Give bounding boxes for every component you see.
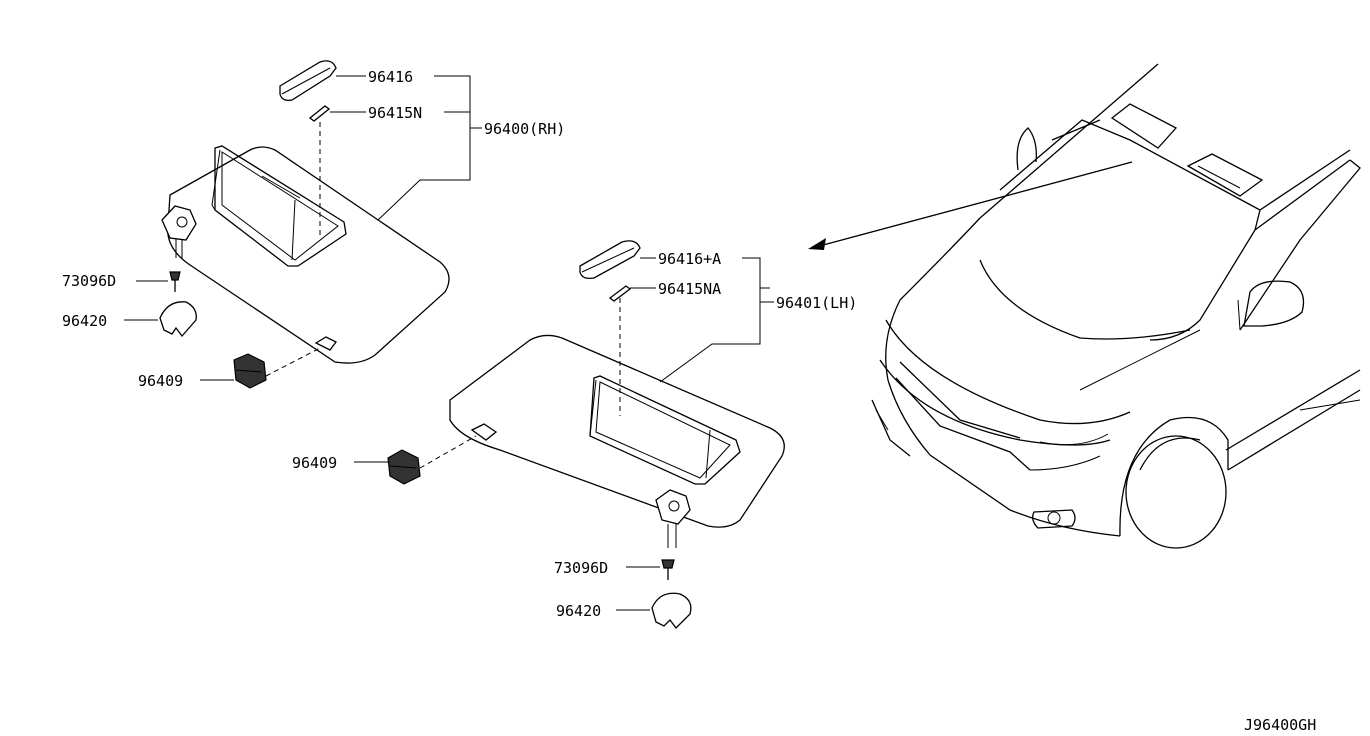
label-rh-holder: 96409: [138, 372, 183, 390]
label-lh-cover: 96420: [556, 602, 601, 620]
lh-sun-visor: [449, 298, 785, 548]
label-rh-bulb: 96415N: [368, 104, 422, 122]
lh-mirror-cover-part: [579, 240, 641, 280]
rh-sun-visor: [161, 122, 450, 364]
rh-cover-part: [159, 301, 197, 338]
diagram-id: J96400GH: [1244, 716, 1316, 734]
rh-screw-part: [169, 271, 181, 292]
lh-cover-part: [651, 592, 692, 629]
label-lh-assembly: 96401(LH): [776, 294, 857, 312]
label-lh-bulb: 96415NA: [658, 280, 721, 298]
label-lh-holder: 96409: [292, 454, 337, 472]
lh-bulb-part: [608, 285, 632, 302]
lh-screw-part: [661, 559, 675, 580]
label-rh-cover: 96420: [62, 312, 107, 330]
vehicle-illustration: [808, 63, 1361, 549]
rh-leaders: [124, 75, 482, 381]
rh-bulb-part: [308, 105, 331, 122]
label-rh-screw: 73096D: [62, 272, 116, 290]
lh-holder-part: [387, 435, 477, 485]
lh-leaders: [354, 257, 774, 611]
label-lh-mirror-cover: 96416+A: [658, 250, 721, 268]
label-lh-screw: 73096D: [554, 559, 608, 577]
rh-mirror-cover-part: [279, 60, 337, 102]
rh-holder-part: [233, 347, 321, 389]
label-rh-assembly: 96400(RH): [484, 120, 565, 138]
label-rh-mirror-cover: 96416: [368, 68, 413, 86]
